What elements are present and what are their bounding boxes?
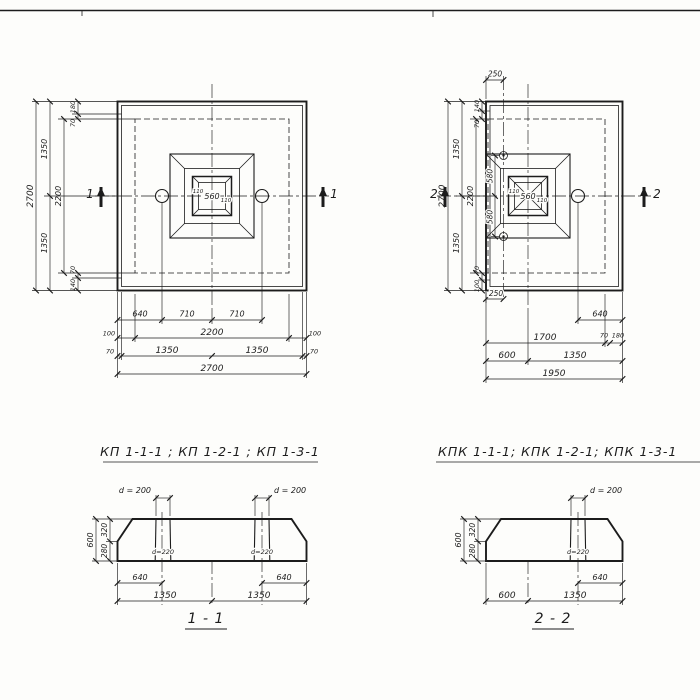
dim-hole-top-diameter: d = 200 [119,486,151,495]
dim-hole-offset: 640 [592,573,607,582]
dim-height-bottom: 280 [100,544,109,559]
dim-total-width: 2700 [201,364,224,374]
dim-bolt-spacing: 580 [486,210,495,225]
dim-total-height: 2700 [438,184,448,207]
dim-row3: 70 [310,348,318,356]
bolt-hole-wall [253,518,256,562]
dim-span: 600 [498,591,515,601]
plan-kp-section-marks: 1 1 [86,187,338,207]
dim-socket-wall: 110 [193,189,204,195]
dim-edge: 140 [473,100,481,112]
dim-bolt-offset: 250 [488,70,503,79]
dim-span: 1350 [154,591,177,601]
dim-row3: 600 [498,351,515,361]
sheet-frame [0,9,700,17]
section-2-2: КПК 1-1-1; КПК 1-2-1; КПК 1-3-1 d = 200 … [436,444,700,630]
dim-hole-offset: 640 [276,573,291,582]
dim-row3: 1350 [564,351,587,361]
section-mark-number: 2 [430,187,438,201]
dim-row3: 70 [106,348,114,356]
dim-socket-width: 560 [204,192,219,201]
dim-height-top: 320 [100,523,109,538]
dim-edge: 100 [473,280,481,292]
section-2-2-label: 2 - 2 [535,611,572,627]
dim-row3: 1350 [246,346,269,356]
dim-height-bottom: 280 [468,544,477,559]
section-1-1: КП 1-1-1 ; КП 1-2-1 ; КП 1-3-1 d = 200 d… [86,444,320,630]
dim-row2: 1700 [534,333,557,343]
dim-step: 2200 [466,186,475,206]
dim-half: 1350 [452,139,461,159]
dim-half: 1350 [40,233,49,253]
plan-kpk-dimensions: 2700 1350 1350 2200 140 70 70 100 580 58… [438,70,626,383]
footing-profile [485,518,624,562]
dim-height-top: 320 [468,523,477,538]
dim-socket-wall: 110 [221,198,232,204]
dim-edge: 70 [69,119,77,127]
dim-row1: 710 [229,310,244,319]
dim-hole-bottom-diameter: d=220 [251,548,273,556]
dim-total-width: 1950 [543,369,566,379]
dim-total-height: 2700 [26,184,36,207]
section-1-1-label: 1 - 1 [188,611,225,627]
dim-row2: 2200 [201,328,224,338]
dim-row2: 100 [309,330,321,338]
dim-socket-wall: 110 [537,198,548,204]
dim-bolt-spacing: 580 [486,169,495,184]
section-mark-number: 1 [330,187,338,201]
plan-kp-dimensions: 2700 1350 1350 2200 180 70 70 140 640 71… [26,98,321,378]
dim-hole-bottom-diameter: d=220 [567,548,589,556]
dim-half: 1350 [452,233,461,253]
plan-kpk: 2 2 2700 1350 [430,70,661,383]
bolt-hole-wall [268,518,271,562]
dim-step: 2200 [54,186,63,206]
dim-row3: 1350 [156,346,179,356]
dim-edge: 70 [69,266,77,274]
plan-kpk-section-marks: 2 2 [430,187,661,207]
section-2-2-title: КПК 1-1-1; КПК 1-2-1; КПК 1-3-1 [438,444,677,459]
dim-span: 1350 [248,591,271,601]
footing-profile [116,518,308,562]
dim-edge: 180 [69,101,77,113]
section-1-1-outline [116,512,308,605]
dim-span: 1350 [564,591,587,601]
dim-edge: 140 [69,279,77,291]
plan-kp-centerlines [95,84,329,308]
dim-edge: 70 [473,120,481,128]
dim-bolt-offset: 250 [489,289,504,298]
section-2-2-dimensions: d = 200 d=220 600 320 280 640 600 1350 [454,486,626,605]
section-mark-number: 1 [86,187,94,201]
dim-row1: 640 [592,310,607,319]
plan-kp-extension-lines [32,101,307,378]
dim-hole-top-diameter: d = 200 [274,486,306,495]
dim-hole-bottom-diameter: d=220 [152,548,174,556]
section-1-1-dimensions: d = 200 d = 200 d=220 d=220 600 320 280 … [86,486,310,605]
dim-row1: 710 [179,310,194,319]
dim-hole-top-diameter: d = 200 [590,486,622,495]
dim-hole-offset: 640 [132,573,147,582]
dim-row2: 100 [103,330,115,338]
dim-socket-width: 560 [520,192,535,201]
plan-kp: 1 1 2700 1350 [26,84,338,378]
section-1-1-title: КП 1-1-1 ; КП 1-2-1 ; КП 1-3-1 [100,444,320,459]
dim-socket-wall: 110 [509,189,520,195]
dim-height-total: 600 [86,532,95,547]
bolt-hole-wall [169,518,172,562]
dim-half: 1350 [40,139,49,159]
dim-row1: 640 [132,310,147,319]
dim-row2: 180 [612,332,624,340]
bolt-hole-wall [154,518,157,562]
bolt-hole-wall [584,518,587,562]
dim-row2: 70 [600,332,608,340]
dim-edge: 70 [473,266,481,274]
bolt-hole-wall [569,518,572,562]
dim-height-total: 600 [454,532,463,547]
section-mark-number: 2 [653,187,661,201]
